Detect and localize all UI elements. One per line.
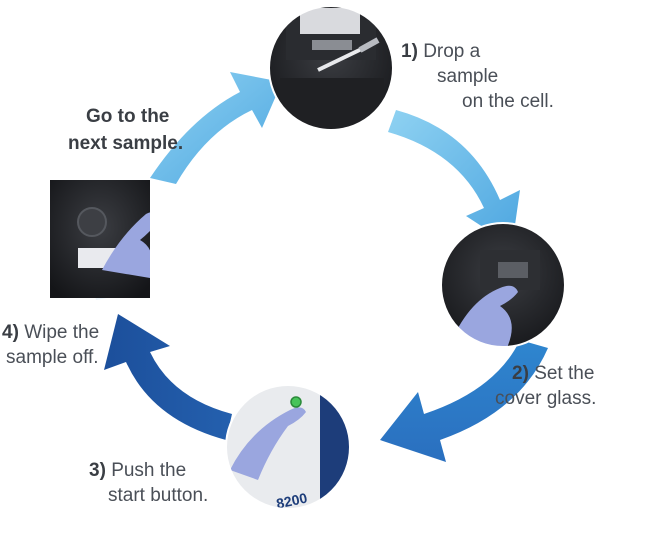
step-3-number: 3) <box>89 460 106 481</box>
step-2-label: 2) Set the <box>512 361 594 386</box>
step-4-text-line1: Wipe the <box>24 322 100 343</box>
photo-push-start: 8200 <box>226 385 350 512</box>
cycle-arrow-2 <box>388 110 520 246</box>
step-2-text-line2: cover glass. <box>495 388 597 409</box>
step-4-number: 4) <box>2 322 19 343</box>
step-1-text-line2: sample <box>437 66 499 87</box>
cycle-arrow-1 <box>150 72 282 184</box>
photo-set-cover-glass <box>441 223 565 347</box>
cycle-arrow-4 <box>104 314 232 440</box>
step-1-number: 1) <box>401 41 418 62</box>
step-3-text-line2: start button. <box>108 485 209 506</box>
step-4-text-line2: sample off. <box>6 347 99 368</box>
step-3-label: 3) Push the <box>89 458 186 483</box>
step-1-text-line3: on the cell. <box>462 91 554 112</box>
device-model-label: 8200 <box>275 490 309 512</box>
next-sample-line2: next sample. <box>68 133 184 154</box>
step-1-text-line1: Drop a <box>423 41 481 62</box>
step-3-text-line1: Push the <box>111 460 187 481</box>
step-2-text-line1: Set the <box>534 363 595 384</box>
step-4-label: 4) Wipe the <box>2 320 99 345</box>
photo-wipe-sample <box>50 180 150 298</box>
next-sample-line1: Go to the <box>86 106 170 127</box>
step-2-number: 2) <box>512 363 529 384</box>
cycle-arrow-3 <box>380 340 548 462</box>
step-1-label: 1) Drop a <box>401 39 480 64</box>
